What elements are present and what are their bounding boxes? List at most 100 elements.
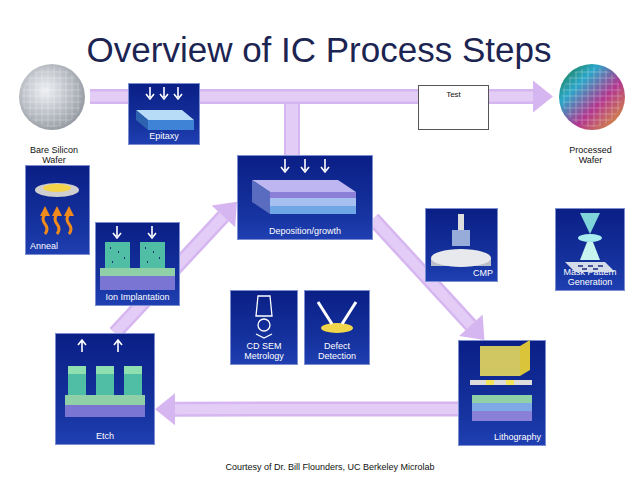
- arrow-symbol: [146, 87, 182, 99]
- fin: [68, 374, 86, 395]
- node-label: Epitaxy: [129, 129, 199, 144]
- cmp-icon: [431, 214, 491, 267]
- process-box: Deposition/growth: [237, 155, 373, 240]
- node-label: Etch: [56, 429, 154, 444]
- dopant-dots: [110, 248, 160, 262]
- wafer-node: Processed Wafer: [553, 63, 628, 168]
- layer: [270, 198, 356, 206]
- layer: [270, 192, 356, 198]
- process-box: Lithography: [458, 340, 546, 446]
- node-label: Mask Pattern Generation: [556, 265, 624, 290]
- fin-top: [124, 366, 142, 374]
- arrow-symbol: [113, 226, 156, 238]
- probe: [318, 302, 356, 324]
- bare-wafer: [19, 64, 85, 130]
- ion-implant-icon: [100, 226, 175, 290]
- lithography-icon: [470, 340, 532, 421]
- fin-top: [96, 366, 114, 374]
- metrology-box: Defect Detection: [304, 290, 370, 365]
- lens: [578, 234, 602, 242]
- layer: [270, 206, 356, 214]
- process-box: Epitaxy: [128, 83, 200, 145]
- flow-band: [286, 100, 298, 156]
- light-block: [480, 346, 520, 376]
- layer: [472, 395, 532, 403]
- fin: [96, 374, 114, 395]
- diagram-title: Overview of IC Process Steps: [60, 30, 578, 70]
- fin-top: [68, 366, 86, 374]
- flow-band: [175, 401, 458, 416]
- flow-arrow: [155, 393, 458, 425]
- wafer-disc: [19, 64, 85, 130]
- platen-side: [431, 258, 491, 266]
- pattern: [578, 266, 603, 269]
- layer: [100, 268, 175, 276]
- sample: [258, 319, 270, 331]
- flow-band-highlight: [175, 404, 458, 414]
- light-block-side: [520, 340, 530, 376]
- arrow-symbol: [281, 159, 329, 172]
- diagram-caption: Courtesy of Dr. Bill Flounders, UC Berke…: [130, 462, 530, 472]
- fin: [140, 242, 165, 268]
- epitaxy-icon: [136, 87, 194, 130]
- platen: [431, 249, 491, 267]
- node-label: Lithography: [459, 430, 545, 445]
- node-label: Test: [419, 86, 488, 103]
- spindle: [458, 214, 464, 230]
- dish: [35, 183, 79, 197]
- layer: [65, 405, 145, 417]
- process-box: Ion Implantation: [95, 222, 180, 306]
- node-label: Processed Wafer: [553, 143, 628, 168]
- slab-front: [148, 120, 194, 130]
- layer: [100, 276, 175, 290]
- node-label: CMP: [426, 266, 497, 281]
- arrow-head: [64, 206, 74, 216]
- mask-gap: [506, 380, 514, 385]
- arrow-head: [155, 393, 175, 425]
- layer: [472, 411, 532, 421]
- metrology-box: CD SEM Metrology: [230, 290, 298, 365]
- defect-icon: [318, 302, 356, 333]
- slab-top: [136, 110, 194, 120]
- process-box: Mask Pattern Generation: [555, 208, 625, 291]
- deposition-icon: [252, 159, 356, 214]
- node-label: Defect Detection: [305, 339, 369, 364]
- cd-sem-icon: [256, 296, 272, 338]
- arrow-symbol: [78, 340, 122, 352]
- test-box: Test: [418, 85, 489, 130]
- wafer-disc: [559, 64, 625, 130]
- flow-band: [284, 100, 300, 156]
- layer: [472, 403, 532, 411]
- node-label: Anneal: [26, 239, 89, 254]
- arrow-head: [52, 206, 62, 216]
- anneal-icon: [35, 183, 79, 234]
- beam: [256, 334, 272, 338]
- polish-head: [452, 230, 470, 246]
- wafer-disc: [321, 323, 353, 333]
- mask-writer-icon: [565, 213, 615, 272]
- slab-side: [136, 110, 148, 130]
- node-label: Ion Implantation: [96, 290, 179, 305]
- wafer-grid: [562, 67, 622, 127]
- process-box: CMP: [425, 208, 498, 282]
- etch-icon: [65, 340, 145, 417]
- mask-plate: [565, 262, 615, 272]
- fin: [105, 242, 130, 268]
- column: [256, 296, 272, 316]
- processed-wafer: [559, 64, 625, 130]
- wafer-node: Bare Silicon Wafer: [18, 63, 90, 168]
- layer: [65, 395, 145, 405]
- slab-side: [252, 180, 270, 214]
- node-label: Deposition/growth: [238, 224, 372, 239]
- lens: [580, 213, 600, 234]
- mask: [470, 380, 532, 385]
- process-box: Etch: [55, 333, 155, 445]
- fin: [124, 374, 142, 395]
- node-label: CD SEM Metrology: [231, 339, 297, 364]
- wafer-disc: [43, 184, 71, 192]
- arrow-head: [459, 314, 484, 340]
- slab-top: [252, 180, 356, 192]
- arrow-head: [533, 81, 553, 113]
